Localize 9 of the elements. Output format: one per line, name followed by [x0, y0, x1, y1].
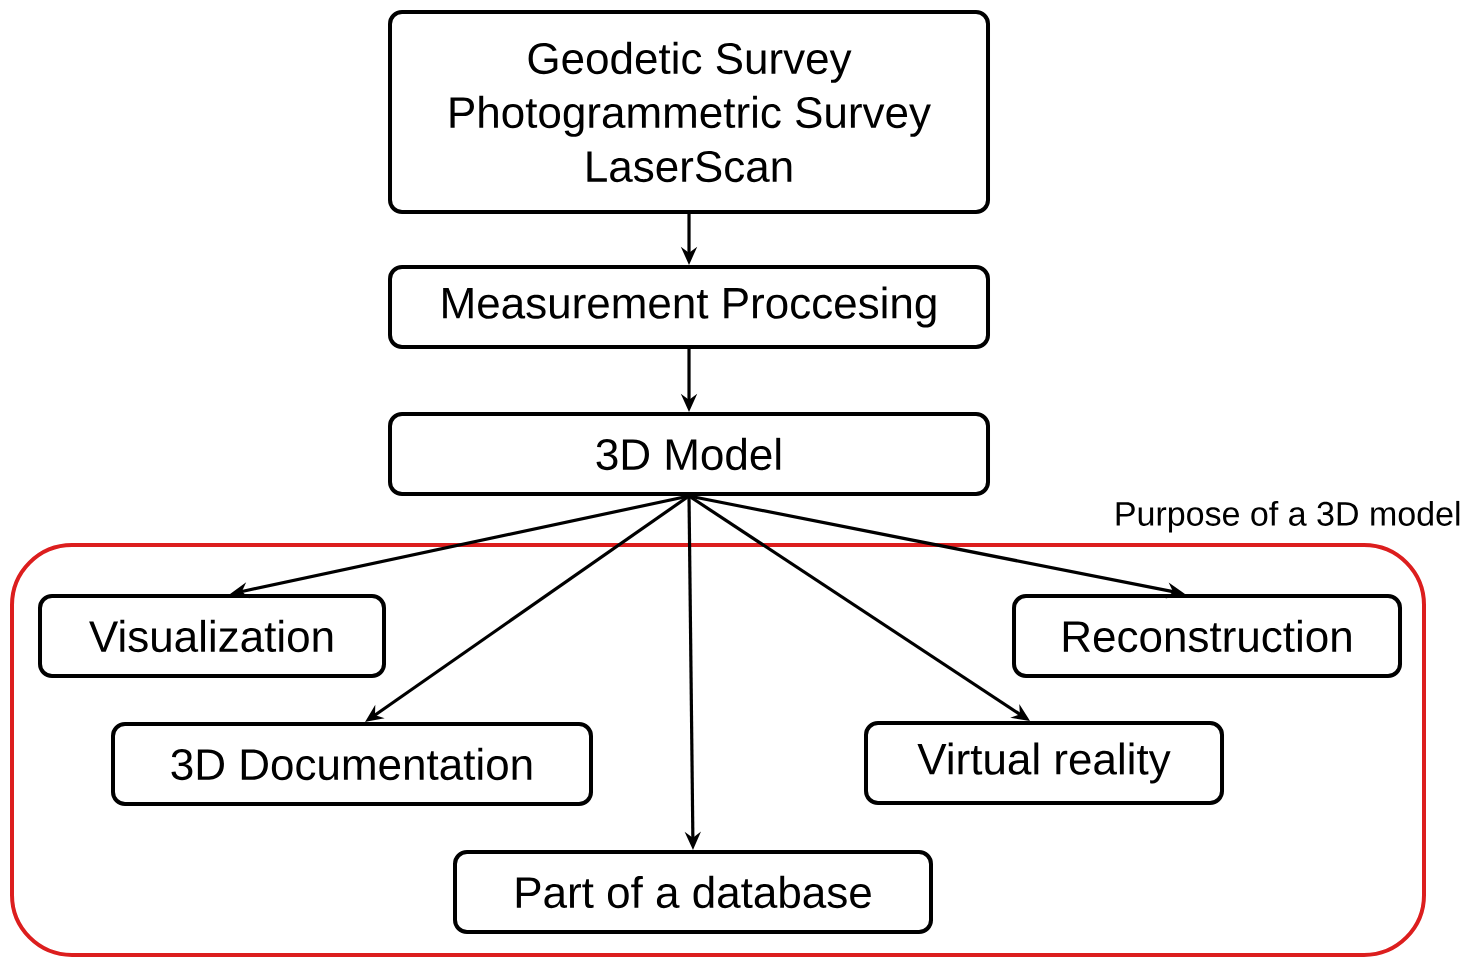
process-box: Virtual reality [864, 721, 1224, 805]
process-box: 3D Documentation [111, 722, 593, 806]
process-box: Visualization [38, 594, 386, 678]
process-box: Reconstruction [1012, 594, 1402, 678]
process-box: Measurement Proccesing [388, 265, 990, 349]
process-box: Geodetic Survey Photogrammetric Survey LaserScan [388, 10, 990, 214]
node-label: Purpose of a 3D model [1116, 500, 1460, 533]
process-box: 3D Model [388, 412, 990, 496]
process-box: Part of a database [453, 850, 933, 934]
